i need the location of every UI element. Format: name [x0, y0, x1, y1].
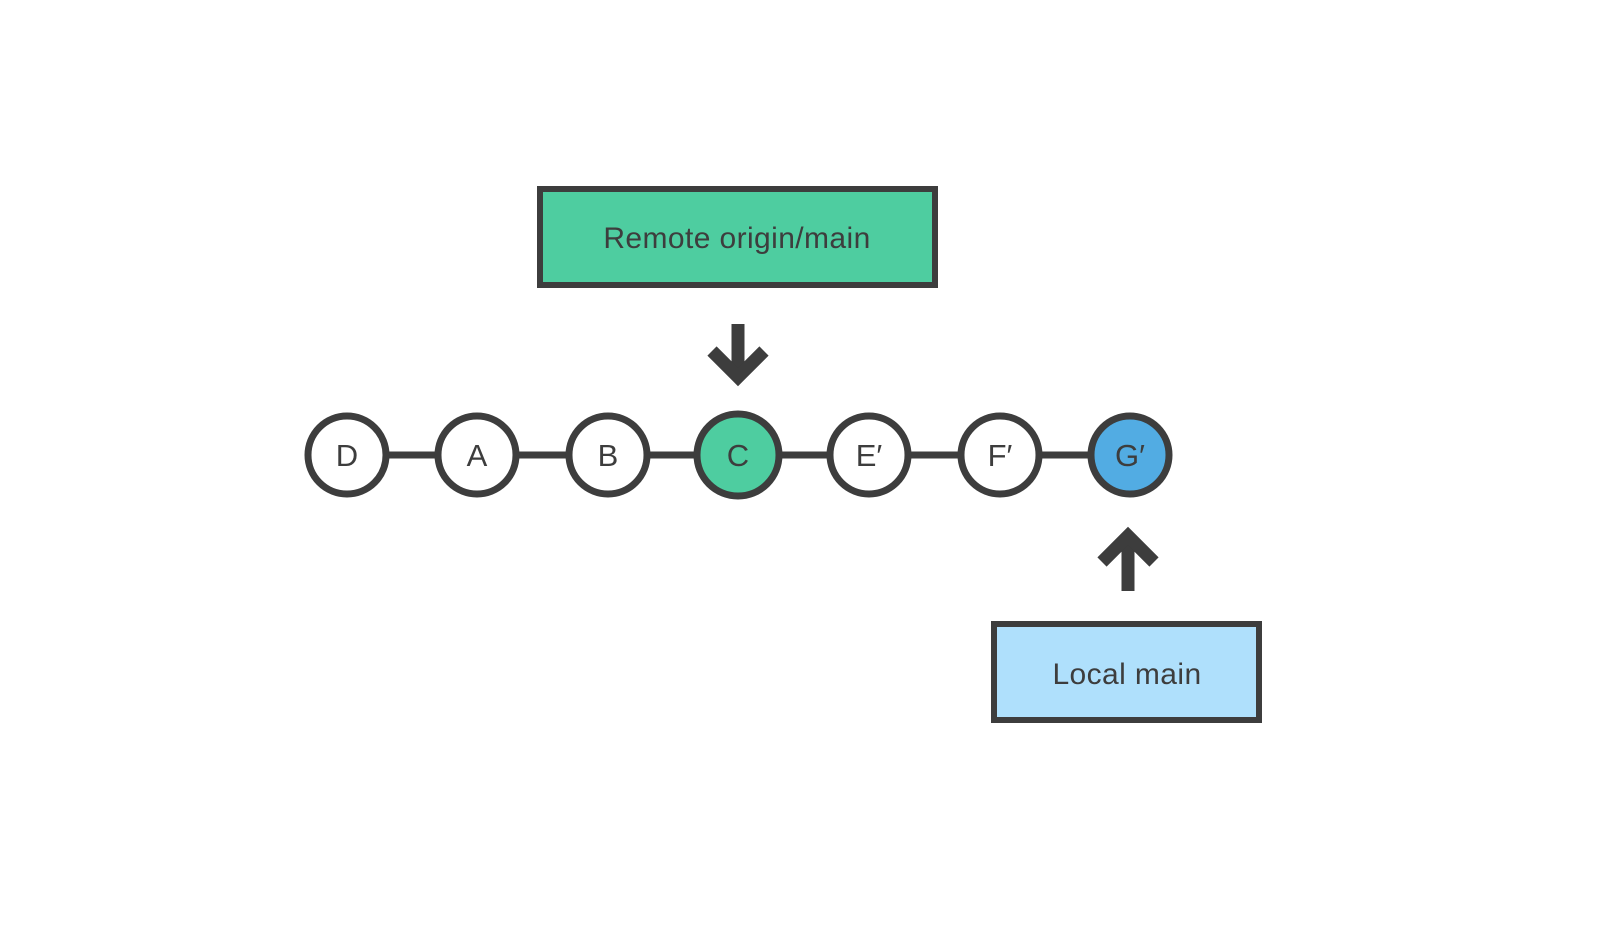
remote-box-label: Remote origin/main: [603, 222, 870, 255]
local-main-box[interactable]: Local main: [991, 621, 1262, 723]
down-arrow-head: [707, 346, 769, 387]
commit-label: F′: [988, 438, 1013, 473]
local-box-rect: [991, 621, 1262, 723]
commit-circle: [693, 410, 783, 500]
commit-label: A: [467, 438, 488, 473]
commit-circle: [565, 412, 651, 498]
commit-node-b[interactable]: B: [565, 412, 651, 498]
commit-label: C: [727, 438, 749, 473]
commit-node-g-prime[interactable]: G′: [1087, 412, 1173, 498]
commit-node-a[interactable]: A: [434, 412, 520, 498]
commit-node-d[interactable]: D: [304, 412, 390, 498]
commit-circle: [434, 412, 520, 498]
down-arrow-icon: [707, 324, 769, 387]
commit-label: G′: [1115, 438, 1145, 473]
remote-origin-main-box[interactable]: Remote origin/main: [537, 186, 938, 288]
commit-label: B: [598, 438, 619, 473]
commit-circle: [957, 412, 1043, 498]
remote-box-rect: [537, 186, 938, 288]
commit-label: E′: [856, 438, 883, 473]
commit-node-f-prime[interactable]: F′: [957, 412, 1043, 498]
local-box-label: Local main: [1052, 658, 1201, 691]
commit-circle: [826, 412, 912, 498]
commit-node-c[interactable]: C: [693, 410, 783, 500]
commit-node-e-prime[interactable]: E′: [826, 412, 912, 498]
commit-nodes: D A B C E′ F′: [304, 410, 1173, 500]
commit-circle: [1087, 412, 1173, 498]
up-arrow-head: [1097, 526, 1159, 567]
up-arrow-icon: [1097, 526, 1159, 591]
commit-circle: [304, 412, 390, 498]
commit-label: D: [336, 438, 358, 473]
